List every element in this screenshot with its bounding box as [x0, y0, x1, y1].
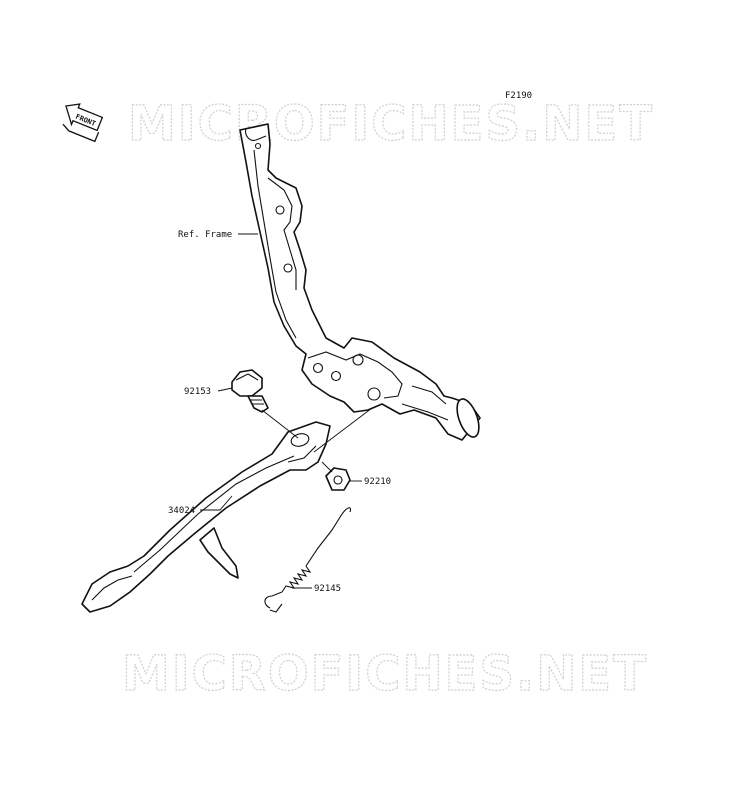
watermark-top: MICROFICHES.NET	[128, 96, 654, 152]
leader-bolt-axis	[261, 409, 299, 439]
spring-part	[264, 507, 352, 613]
watermark-bottom: MICROFICHES.NET	[122, 646, 648, 702]
callout-34024: 34024	[168, 506, 195, 516]
leader-nut-axis	[321, 461, 333, 473]
leader-stand	[200, 495, 233, 511]
leader-bolt	[217, 387, 233, 392]
nut-part	[325, 467, 351, 491]
side-stand-part	[81, 421, 331, 613]
callout-92210: 92210	[364, 477, 391, 487]
callout-ref-frame: Ref. Frame	[178, 230, 232, 240]
diagram-code: F2190	[505, 91, 532, 101]
leader-pivot-axis	[313, 407, 373, 453]
frame-part	[239, 123, 481, 441]
bolt-part	[231, 369, 269, 413]
callout-92145: 92145	[314, 584, 341, 594]
front-arrow-icon: FRONT	[62, 103, 104, 143]
callout-92153: 92153	[184, 387, 211, 397]
